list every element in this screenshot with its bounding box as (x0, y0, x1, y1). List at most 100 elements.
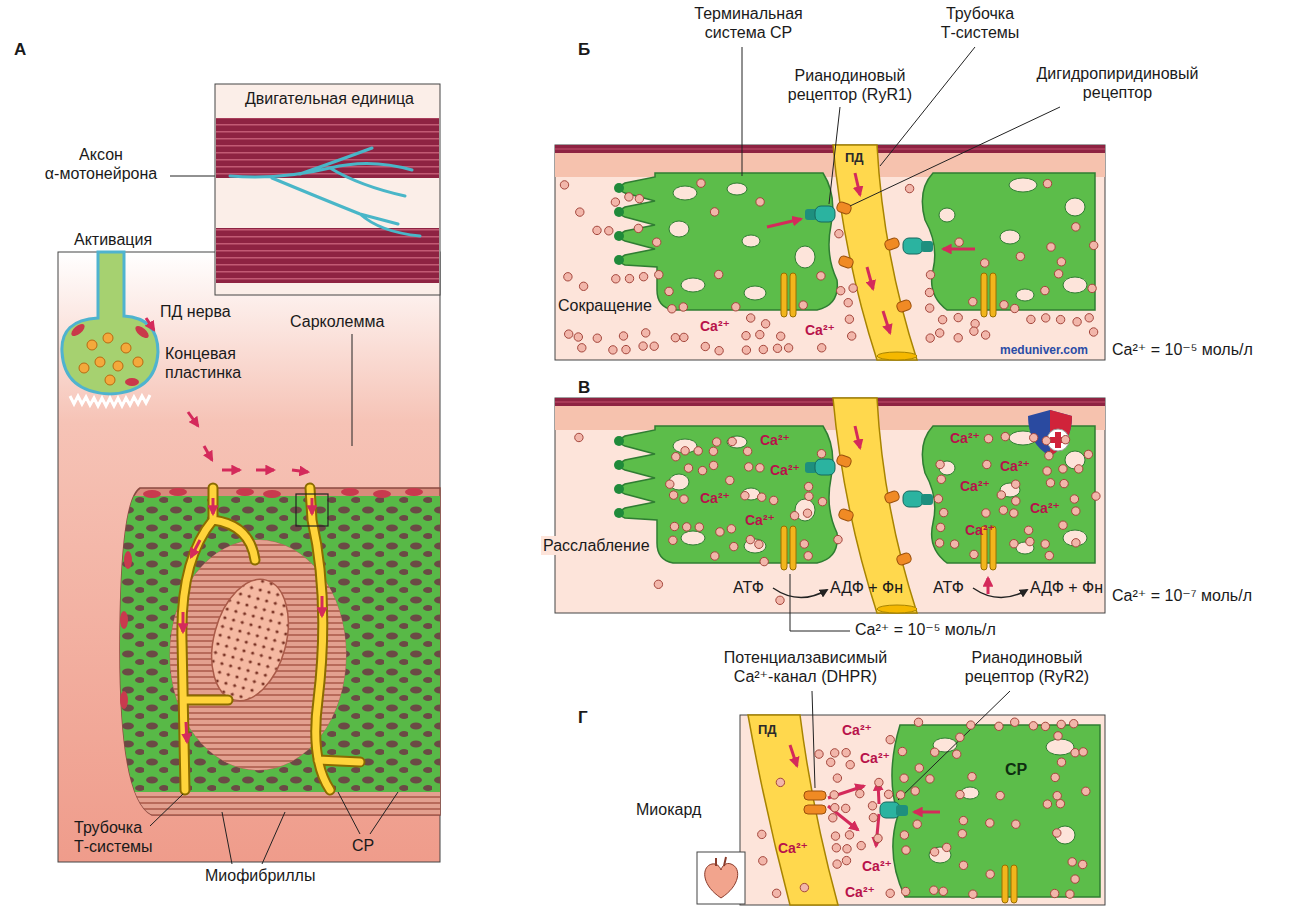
calcium-ion (943, 843, 951, 851)
panel-a (118, 496, 440, 792)
panel-a (341, 488, 359, 496)
calcium-ion (605, 227, 613, 235)
calcium-ion (799, 301, 807, 309)
panel-a (70, 395, 150, 406)
calcium-ion (625, 274, 633, 282)
calcium-ion (650, 342, 658, 350)
calcium-ion (741, 492, 749, 500)
ion-label: Ca²⁺ (845, 884, 875, 901)
calcium-ion (971, 320, 979, 328)
panel-a (186, 722, 187, 742)
panel-myocardium (804, 805, 826, 814)
calcium-ion (931, 748, 939, 756)
calcium-ion (959, 816, 967, 824)
calcium-ion (829, 814, 837, 822)
motor-unit-picture (230, 148, 420, 236)
calcium-ion (698, 466, 706, 474)
calcium-ion (940, 508, 948, 516)
panel-contraction (943, 248, 975, 251)
calcium-ion (898, 747, 906, 755)
calcium-ion (609, 346, 617, 354)
watermark-shield (1028, 410, 1072, 456)
calcium-ion (670, 522, 678, 530)
ion-label: Ca²⁺ (770, 462, 800, 479)
calcium-ion (875, 778, 883, 786)
calcium-ion (669, 491, 677, 499)
ion-label: Ca²⁺ (950, 430, 980, 447)
calcium-ion (711, 552, 719, 560)
calcium-ion (1057, 720, 1065, 728)
calcium-ion (1053, 792, 1061, 800)
calcium-ion (655, 271, 663, 279)
calcium-ion (756, 330, 764, 338)
panel-relaxation (855, 426, 988, 594)
calcium-ion (804, 482, 812, 490)
heart-icon (697, 852, 745, 904)
panel-myocardium (892, 725, 1100, 897)
part-label: Терминальная система СР (686, 4, 811, 42)
calcium-ion (842, 804, 850, 812)
panel-a (105, 375, 115, 385)
calcium-ion (832, 844, 840, 852)
calcium-ion (1079, 748, 1087, 756)
calcium-ion (936, 460, 944, 468)
calcium-ion (925, 288, 933, 296)
calcium-ion (1041, 540, 1049, 548)
calcium-ion (831, 832, 839, 840)
calcium-ion (800, 540, 808, 548)
calcium-ion (926, 304, 934, 312)
calcium-ion (997, 491, 1005, 499)
ion-label: Ca²⁺ (745, 512, 775, 529)
calcium-ion (635, 195, 643, 203)
calcium-ion (1041, 722, 1049, 730)
panel-a (150, 794, 183, 826)
calcium-ion (709, 461, 717, 469)
calcium-ion (758, 493, 766, 501)
calcium-ion (665, 287, 673, 295)
panel-relaxation (555, 398, 1105, 613)
calcium-ion (625, 193, 633, 201)
calcium-ion (756, 198, 764, 206)
calcium-ion (817, 450, 825, 458)
part-label: СР (1005, 760, 1027, 779)
calcium-ion (984, 435, 992, 443)
calcium-ion (818, 344, 826, 352)
calcium-ion (956, 733, 964, 741)
panel-a (188, 412, 198, 426)
calcium-ion (1016, 252, 1024, 260)
leader-line (742, 47, 1060, 800)
calcium-ion (758, 830, 766, 838)
calcium-ion (671, 334, 679, 342)
calcium-ion (1066, 890, 1074, 898)
calcium-ion (593, 334, 601, 342)
calcium-ion (697, 179, 705, 187)
calcium-ion (969, 298, 977, 306)
calcium-ion (784, 344, 792, 352)
ion-label: Ca²⁺ (778, 840, 808, 857)
calcium-ion (1045, 551, 1053, 559)
signal-label: ПД нерва (160, 302, 231, 321)
panel-a (118, 792, 440, 816)
calcium-ion (842, 749, 850, 757)
panel-myocardium (740, 715, 1105, 905)
leader-line (742, 47, 743, 176)
calcium-ion (936, 329, 944, 337)
heart-icon (705, 863, 738, 898)
calcium-ion (1043, 800, 1051, 808)
calcium-ion (579, 282, 587, 290)
calcium-ion (578, 344, 586, 352)
calcium-ion (844, 299, 852, 307)
panel-a (191, 540, 200, 557)
calcium-ion (1046, 479, 1054, 487)
calcium-ion (776, 778, 784, 786)
calcium-ion (900, 831, 908, 839)
calcium-ion (666, 480, 674, 488)
ion-label: Ca²⁺ (862, 858, 892, 875)
panel-myocardium (804, 791, 826, 800)
calcium-ion (619, 332, 627, 340)
calcium-ion (1084, 450, 1092, 458)
calcium-ion (1056, 800, 1064, 808)
tissue-label: Миокард (636, 800, 701, 819)
calcium-ion (869, 813, 877, 821)
